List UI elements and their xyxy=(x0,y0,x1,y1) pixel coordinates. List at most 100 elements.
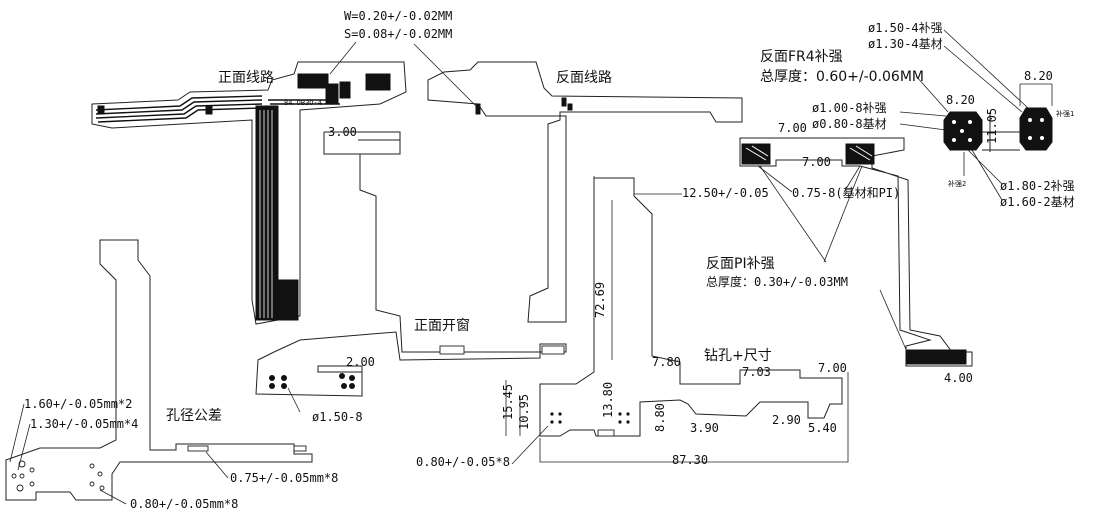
line-spacing-label: S=0.08+/-0.02MM xyxy=(344,27,452,41)
stiffener-hole-2: ø1.00-8补强 xyxy=(812,101,887,115)
tol-slot-1 xyxy=(187,445,209,452)
s1-hole-2 xyxy=(1040,118,1044,122)
pi-thickness: 总厚度：0.30+/-0.03MM xyxy=(706,274,848,289)
tol-hole-6 xyxy=(16,484,24,492)
window-flex-outline xyxy=(255,131,567,397)
stiffener-hole-3-base: ø1.60-2基材 xyxy=(1000,195,1075,209)
tol-hole-9 xyxy=(89,481,95,487)
dim-7-00-a: 7.00 xyxy=(778,121,807,135)
hole-tol-e: 0.80+/-0.05*8 xyxy=(416,455,510,469)
drill-hole-1 xyxy=(550,412,554,416)
drill-size-title: 钻孔+尺寸 xyxy=(704,348,772,364)
mid-hole-8 xyxy=(349,383,355,389)
stiffener-hole-1: ø1.50-4补强 xyxy=(868,21,943,35)
s2-hole-3 xyxy=(960,129,964,133)
fr4-stiffener-layer: 反面FR4补强 总厚度：0.60+/-0.06MM ø1.50-4补强 ø1.3… xyxy=(760,21,1075,209)
s2-hole-1 xyxy=(952,120,956,124)
back-circuit-outline xyxy=(427,61,743,323)
front-tail-traces xyxy=(95,95,263,123)
dim-3-00: 3.00 xyxy=(328,125,357,139)
dim-11-05: 11.05 xyxy=(985,108,999,144)
back-circuit-layer: 反面线路 xyxy=(427,61,743,323)
hole-dia-label: ø1.50-8 xyxy=(312,410,363,424)
drill-size-layer: 12.50+/-0.05 72.69 钻孔+尺寸 7.80 7.03 7.00 … xyxy=(416,176,849,469)
dim-7-00-c: 7.00 xyxy=(818,361,847,375)
drill-hole-7 xyxy=(618,420,622,424)
tol-hole-8 xyxy=(97,471,103,477)
hole-tol-c: 0.75+/-0.05mm*8 xyxy=(230,471,338,485)
dim-4-00: 4.00 xyxy=(944,371,973,385)
s1-hole-1 xyxy=(1028,118,1032,122)
drill-hole-6 xyxy=(626,412,630,416)
front-pad-left xyxy=(297,73,329,89)
fr4-thickness: 总厚度：0.60+/-0.06MM xyxy=(760,69,924,85)
hole-tolerance-layer: 孔径公差 1.60+/-0.05mm*2 1.30+/-0.05mm*4 0.7… xyxy=(5,239,338,511)
tail-pad-1 xyxy=(97,105,105,115)
s2-hole-2 xyxy=(968,120,972,124)
fr4-leaders xyxy=(899,29,1029,131)
stiffener-hole-1-base: ø1.30-4基材 xyxy=(868,37,943,51)
tol-leaders xyxy=(9,403,229,505)
drill-hole-3 xyxy=(550,420,554,424)
front-circuit-outline xyxy=(91,61,407,325)
back-marker-3 xyxy=(567,103,573,111)
dia-leader xyxy=(287,387,301,413)
s2-hole-4 xyxy=(952,138,956,142)
dim-87-30-line xyxy=(505,372,849,463)
mid-hole-4 xyxy=(281,383,287,389)
dim-7-80: 7.80 xyxy=(652,355,681,369)
mid-hole-7 xyxy=(341,383,347,389)
hole-tol-d: 0.80+/-0.05mm*8 xyxy=(130,497,238,511)
front-pad-mid xyxy=(325,83,339,105)
tol-hole-3 xyxy=(19,473,25,479)
dim-3-90: 3.90 xyxy=(690,421,719,435)
dim-10-95: 10.95 xyxy=(517,394,531,430)
hole-tol-a: 1.60+/-0.05mm*2 xyxy=(24,397,132,411)
drill-flex-outline xyxy=(539,177,843,437)
drill-hole-2 xyxy=(558,412,562,416)
pi-leaders xyxy=(757,165,909,355)
dim-5-40: 5.40 xyxy=(808,421,837,435)
back-pi-title: 反面PI补强 xyxy=(706,256,775,272)
window-slot-2 xyxy=(541,345,565,355)
dim-2-90: 2.90 xyxy=(772,413,801,427)
dim-7-03: 7.03 xyxy=(742,365,771,379)
dim-8-20-a-line xyxy=(1019,83,1053,106)
tol-hole-2 xyxy=(29,467,35,473)
back-fr4-title: 反面FR4补强 xyxy=(760,49,843,65)
pi-hatching xyxy=(745,145,873,161)
front-pad-mid2 xyxy=(339,81,351,99)
chip-code-label: 84 ОВЗО-4 xyxy=(284,99,322,107)
drill-leader xyxy=(511,425,549,465)
front-trace-fan xyxy=(277,279,299,321)
pi-end-pad xyxy=(905,349,967,365)
s2-leaders xyxy=(963,149,1003,201)
tolerance-flex-outline xyxy=(5,239,313,501)
window-slot-1 xyxy=(439,345,465,355)
dim-15-45: 15.45 xyxy=(501,384,515,420)
dim-8-20-a: 8.20 xyxy=(1024,69,1053,83)
drill-ext-lines xyxy=(593,176,682,372)
hole-tolerance-title: 孔径公差 xyxy=(166,408,222,424)
stiffener-bridge xyxy=(982,112,1020,152)
dim-12-50: 12.50+/-0.05 xyxy=(682,186,769,200)
line-width-label: W=0.20+/-0.02MM xyxy=(344,9,452,23)
tol-hole-7 xyxy=(89,463,95,469)
tol-hole-5 xyxy=(11,473,17,479)
stiffener-tag-1: 补强1 xyxy=(1056,109,1074,118)
front-trace-bundle xyxy=(255,105,279,321)
tail-pad-2 xyxy=(205,105,213,115)
s1-hole-3 xyxy=(1028,136,1032,140)
mid-hole-1 xyxy=(269,375,275,381)
front-pad-right xyxy=(365,73,391,91)
front-circuit-title: 正面线路 xyxy=(218,70,274,86)
stiffener-hole-2-base: ø0.80-8基材 xyxy=(812,117,887,131)
front-window-layer: 正面开窗 3.00 2.00 ø1.50-8 xyxy=(255,125,567,424)
mid-hole-6 xyxy=(349,375,355,381)
mid-hole-5 xyxy=(339,373,345,379)
dim-2-00: 2.00 xyxy=(346,355,375,369)
drill-hole-5 xyxy=(618,412,622,416)
front-circuit-layer: 84 ОВЗО-4 正面线路 xyxy=(91,61,407,325)
front-link-traces xyxy=(268,99,340,105)
